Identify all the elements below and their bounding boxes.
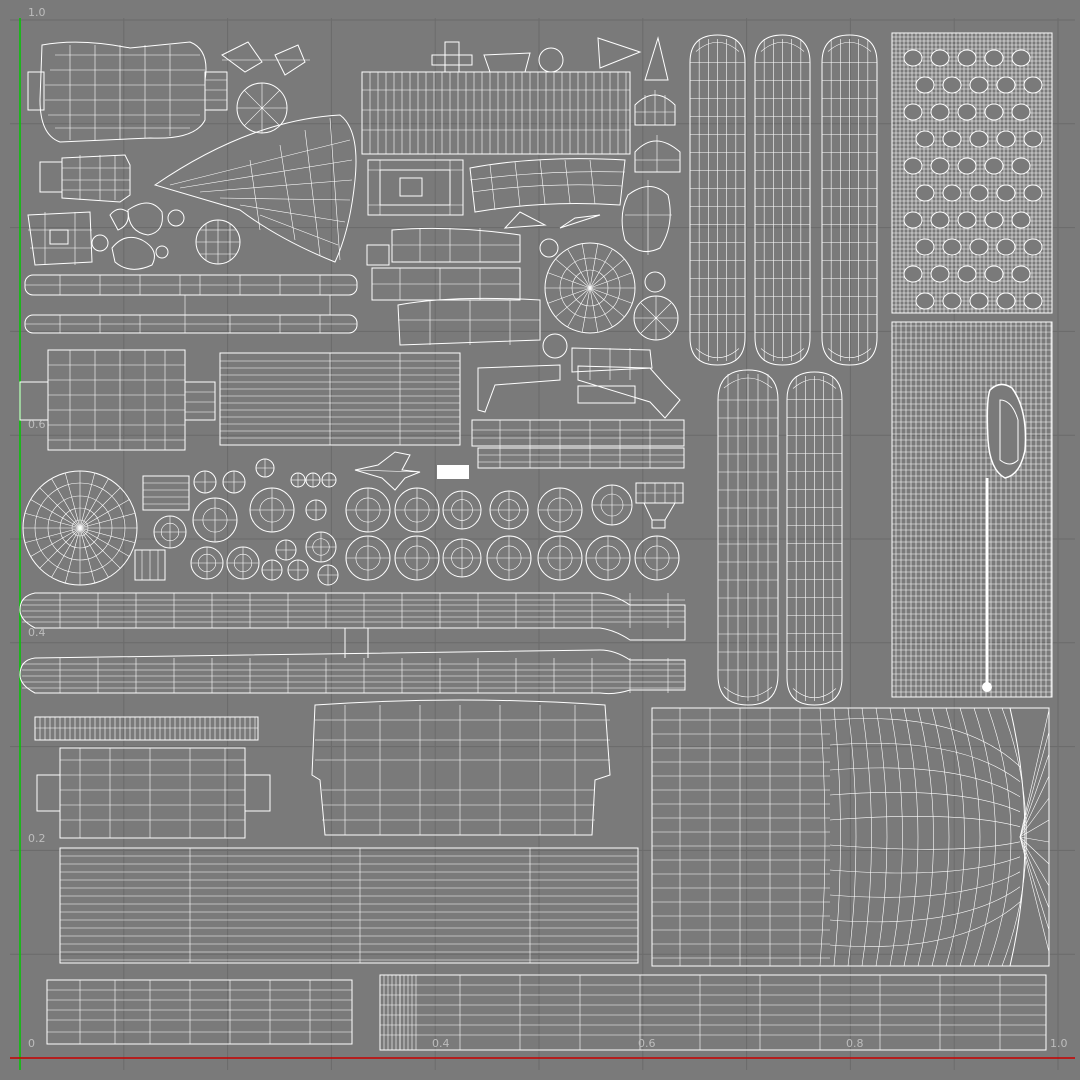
u-axis-label-04: 0.4 — [432, 1037, 450, 1050]
uv-shell-fins-small[interactable] — [221, 41, 310, 76]
uv-shell-strip-a[interactable] — [46, 979, 353, 1045]
uv-shell-dot-c[interactable] — [542, 333, 568, 359]
v-axis-label-06: 0.6 — [28, 418, 46, 431]
uv-shell-oval-small[interactable] — [621, 180, 672, 255]
uv-shell-housing-b[interactable] — [36, 747, 271, 839]
v-axis-label-top: 1.0 — [28, 6, 46, 19]
uv-shell-dot-b[interactable] — [644, 271, 666, 293]
uv-shell-rail-long-a[interactable] — [19, 592, 686, 641]
v-axis-label-04: 0.4 — [28, 626, 46, 639]
uv-shell-plate-lines[interactable] — [219, 352, 461, 446]
uv-shell-rail-long-b[interactable] — [19, 649, 686, 695]
uv-shell-fan-disc[interactable] — [544, 242, 636, 334]
uv-shell-cushion[interactable] — [311, 699, 611, 836]
uv-shell-rail-joint — [344, 628, 369, 658]
uv-shell-engine-body[interactable] — [27, 41, 228, 143]
uv-shell-handle[interactable] — [477, 347, 681, 419]
uv-shell-warped-panel[interactable] — [651, 707, 1050, 967]
uv-shell-nozzle[interactable] — [39, 154, 131, 203]
uv-shell-block-frame[interactable] — [367, 159, 464, 216]
uv-shell-small-patch[interactable] — [437, 465, 469, 479]
uv-shell-arches[interactable] — [634, 90, 681, 173]
uv-shell-dense-panel[interactable] — [891, 321, 1053, 698]
uv-shell-wedges[interactable] — [503, 211, 601, 229]
u-axis-label-10: 1.0 — [1050, 1037, 1068, 1050]
uv-shell-small-block[interactable] — [134, 475, 190, 581]
u-axis-label-06: 0.6 — [638, 1037, 656, 1050]
uv-shell-bar-stack[interactable] — [471, 419, 685, 469]
uv-shell-housing-a[interactable] — [19, 349, 216, 451]
uv-shell-perforated-panel[interactable] — [891, 32, 1053, 314]
uv-shell-capsules[interactable] — [689, 34, 878, 706]
uv-shell-panel-grid[interactable] — [361, 71, 631, 155]
uv-shell-large-disc[interactable] — [22, 470, 138, 586]
uv-shell-bracket[interactable] — [27, 211, 93, 266]
uv-shell-boots[interactable] — [366, 227, 541, 346]
uv-shell-bolt-discs[interactable] — [153, 458, 680, 586]
uv-shell-wing[interactable] — [153, 114, 357, 263]
uv-shell-plate-bottom[interactable] — [59, 847, 639, 964]
uv-shell-spinner[interactable] — [354, 451, 421, 491]
uv-shell-wavy-panel[interactable] — [469, 158, 626, 213]
uv-shell-top-icons[interactable] — [431, 36, 669, 81]
uv-shell-ribbon[interactable] — [34, 716, 259, 741]
u-axis-label-08: 0.8 — [846, 1037, 864, 1050]
uv-shell-cluster-small[interactable] — [91, 202, 185, 270]
uv-shell-strip-b[interactable] — [379, 974, 1047, 1051]
origin-label: 0 — [28, 1037, 35, 1050]
uv-grid — [10, 18, 1075, 1070]
uv-shell-cup[interactable] — [635, 482, 684, 529]
v-axis-label-02: 0.2 — [28, 832, 46, 845]
uv-shell-dot-a[interactable] — [539, 238, 559, 258]
uv-shell-disc-b[interactable] — [633, 295, 679, 341]
uv-shell-rail-upper[interactable] — [24, 274, 358, 334]
